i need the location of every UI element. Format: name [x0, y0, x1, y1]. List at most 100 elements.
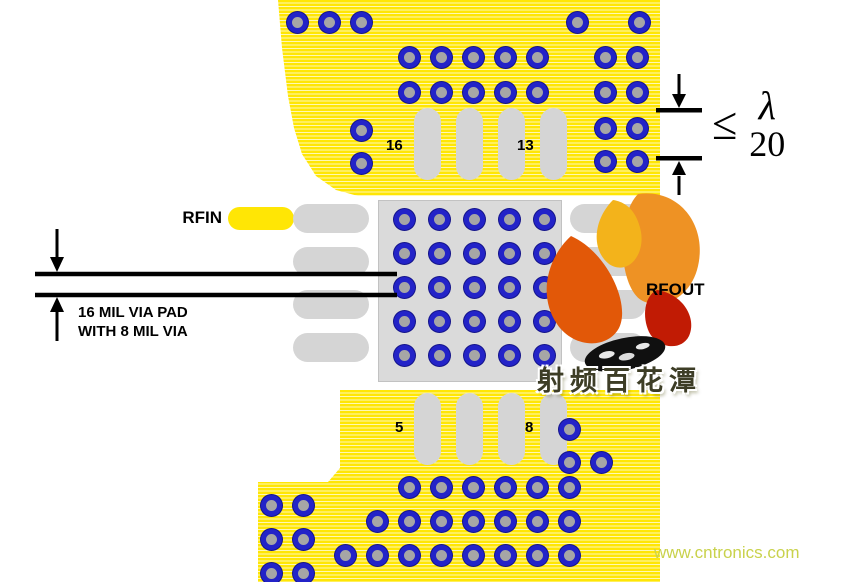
via	[393, 344, 415, 366]
pin-pad-top	[414, 108, 441, 180]
via	[594, 117, 616, 139]
via	[526, 81, 548, 103]
via	[260, 528, 282, 550]
via	[498, 208, 520, 230]
via	[292, 528, 314, 550]
via	[428, 276, 450, 298]
via	[463, 276, 485, 298]
via	[260, 494, 282, 516]
via	[463, 242, 485, 264]
via	[462, 81, 484, 103]
via	[533, 344, 555, 366]
via	[462, 46, 484, 68]
rfin-trace	[228, 207, 294, 230]
flame-flower-logo	[546, 193, 700, 372]
via	[462, 476, 484, 498]
via	[462, 544, 484, 566]
via	[428, 208, 450, 230]
via	[590, 451, 612, 473]
via	[430, 46, 452, 68]
via	[260, 562, 282, 582]
spacing-arrow-up-head	[672, 161, 686, 175]
via	[498, 242, 520, 264]
via	[428, 310, 450, 332]
spacing-tick-bottom	[656, 156, 702, 161]
via	[286, 11, 308, 33]
pin-pad-top	[456, 108, 483, 180]
via	[350, 11, 372, 33]
left-arrow-up-head	[50, 297, 64, 312]
logo-petal-dark-red	[645, 290, 692, 347]
via	[628, 11, 650, 33]
via	[398, 510, 420, 532]
via	[393, 310, 415, 332]
via	[430, 81, 452, 103]
via	[393, 276, 415, 298]
lambda-symbol: λ	[758, 83, 776, 128]
via	[463, 310, 485, 332]
via	[594, 46, 616, 68]
spacing-arrow-down-head	[672, 94, 686, 108]
via	[494, 81, 516, 103]
via	[463, 208, 485, 230]
pin-label-13: 13	[517, 137, 534, 154]
fraction-denominator: 20	[749, 124, 786, 164]
pin-pad-left	[293, 333, 369, 362]
via	[398, 81, 420, 103]
rfout-label: RFOUT	[646, 280, 705, 299]
via	[292, 494, 314, 516]
less-equal-sign: ≤	[712, 98, 738, 149]
logo-petal-red	[546, 236, 623, 344]
via	[498, 276, 520, 298]
via	[566, 11, 588, 33]
via	[533, 208, 555, 230]
via	[526, 510, 548, 532]
via	[533, 310, 555, 332]
via	[398, 46, 420, 68]
via	[398, 476, 420, 498]
pin-pad-top	[540, 108, 567, 180]
via	[430, 476, 452, 498]
logo-petal-orange	[622, 193, 700, 305]
via-size-note-line2: WITH 8 MIL VIA	[78, 323, 188, 340]
via	[428, 242, 450, 264]
via	[558, 544, 580, 566]
logo-petal-gold	[596, 200, 642, 268]
via	[526, 46, 548, 68]
via	[393, 242, 415, 264]
via	[350, 119, 372, 141]
logo-text: 射频百花潭	[537, 366, 702, 396]
seed-pod-seed	[635, 342, 650, 350]
via-size-note-line1: 16 MIL VIA PAD	[78, 304, 188, 321]
via	[626, 117, 648, 139]
pin-label-5: 5	[395, 419, 404, 436]
via	[398, 544, 420, 566]
via	[393, 208, 415, 230]
via	[366, 544, 388, 566]
logo-seed-pod	[584, 336, 666, 372]
spacing-tick-top	[656, 108, 702, 113]
pin-label-16: 16	[386, 137, 403, 154]
pin-label-8: 8	[525, 419, 534, 436]
left-arrow-down-head	[50, 257, 64, 272]
via	[366, 510, 388, 532]
via	[558, 510, 580, 532]
via	[494, 46, 516, 68]
via	[494, 544, 516, 566]
pin-pad-bottom	[498, 393, 525, 465]
via	[430, 510, 452, 532]
via	[526, 544, 548, 566]
via	[334, 544, 356, 566]
seed-pod-seed	[598, 351, 615, 359]
watermark: www.cntronics.com	[654, 543, 800, 562]
via	[498, 310, 520, 332]
via	[594, 81, 616, 103]
via	[558, 451, 580, 473]
fraction: λ 20	[749, 83, 786, 164]
via	[558, 418, 580, 440]
lambda-over-20-formula: ≤ λ 20	[712, 83, 786, 164]
via	[318, 11, 340, 33]
via	[594, 150, 616, 172]
pin-pad-left	[293, 247, 369, 276]
